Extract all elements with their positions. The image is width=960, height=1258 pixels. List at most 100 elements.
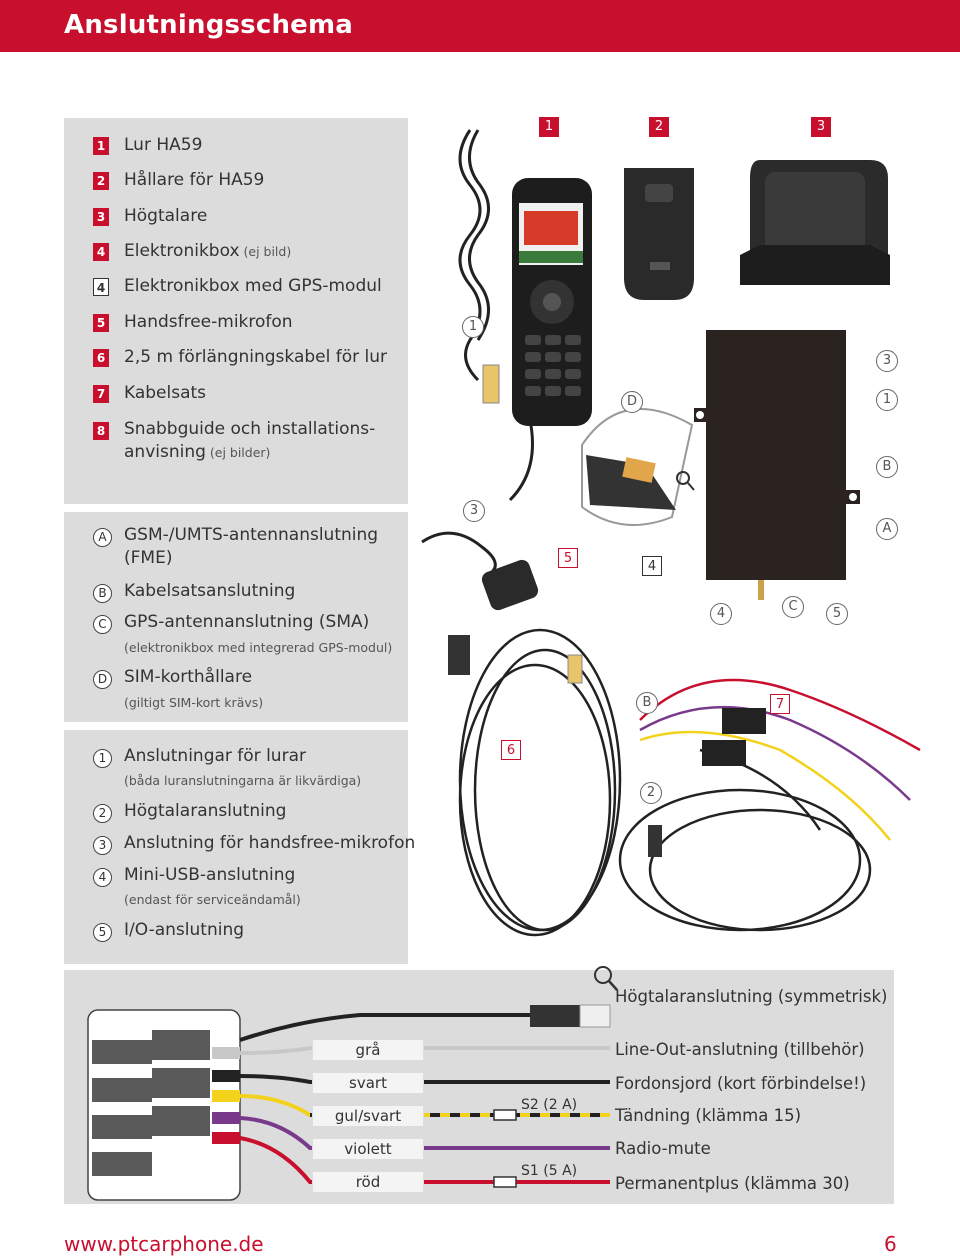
callout-handset-port: 1 xyxy=(462,316,484,338)
callout-mic-item: 5 xyxy=(558,548,578,568)
wire-color-label: grå xyxy=(312,1039,424,1061)
fuse-s2 xyxy=(493,1109,517,1121)
part-label-suffix: (ej bilder) xyxy=(205,445,271,460)
magnifier-icon xyxy=(594,966,618,991)
callout-box-A: A xyxy=(876,518,898,540)
port-badge: D xyxy=(93,670,112,689)
handset-image xyxy=(512,178,592,426)
wire-yellow xyxy=(239,1094,610,1117)
part-badge: 6 xyxy=(93,349,109,367)
callout-mic: 3 xyxy=(463,500,485,522)
port-badge: B xyxy=(93,584,112,603)
part-label: Högtalare xyxy=(124,206,208,226)
wire-gray xyxy=(239,1046,610,1055)
part-label-line2: anvisning (ej bilder) xyxy=(124,442,270,462)
callout-harness-item: 7 xyxy=(770,694,790,714)
part-label-suffix: (ej bild) xyxy=(239,244,292,259)
speaker-connection-label: Högtalaranslutning (symmetrisk) xyxy=(615,987,888,1006)
part-label-text: anvisning xyxy=(124,442,206,462)
connection-badge: 2 xyxy=(93,804,112,823)
harness-fuse-holder xyxy=(722,708,766,734)
ext-plug xyxy=(567,654,583,684)
wire-black xyxy=(239,1074,610,1084)
callout-speaker-conn: 2 xyxy=(640,782,662,804)
port-sub: (giltigt SIM-kort krävs) xyxy=(124,695,264,710)
part-label: Elektronikbox (ej bild) xyxy=(124,241,291,261)
wire-color-label: gul/svart xyxy=(312,1105,424,1127)
part-label: Hållare för HA59 xyxy=(124,170,265,190)
callout-sim: D xyxy=(621,391,643,413)
product-illustrations xyxy=(421,129,921,937)
connection-badge: 5 xyxy=(93,923,112,942)
page-header: Anslutningsschema xyxy=(0,0,960,52)
speaker-plug xyxy=(648,825,662,857)
wire-target-label: Fordonsjord (kort förbindelse!) xyxy=(615,1074,867,1093)
part-badge: 2 xyxy=(93,172,109,190)
part-badge: 3 xyxy=(93,208,109,226)
port-label: Kabelsatsanslutning xyxy=(124,581,296,601)
callout-box-right: 3 xyxy=(876,350,898,372)
connection-badge: 3 xyxy=(93,836,112,855)
port-badge: C xyxy=(93,615,112,634)
part-badge-outline: 4 xyxy=(93,278,109,296)
sim-zoom-image xyxy=(581,408,695,526)
extension-cable-image xyxy=(458,628,622,937)
harness-fuse-holder xyxy=(702,740,746,766)
ports-panel xyxy=(64,512,408,722)
page-title: Anslutningsschema xyxy=(64,10,354,40)
port-sub: (elektronikbox med integrerad GPS-modul) xyxy=(124,640,393,655)
part-label: Kabelsats xyxy=(124,383,207,403)
wire-violet xyxy=(239,1116,610,1150)
handset-coil-cable xyxy=(458,129,534,502)
ext-connector xyxy=(448,635,470,675)
callout-box-item: 4 xyxy=(642,556,662,576)
part-badge: 4 xyxy=(93,243,109,261)
part-label-text: Elektronikbox xyxy=(124,241,240,261)
wire-target-label: Permanentplus (klämma 30) xyxy=(615,1174,850,1193)
port-label: GPS-antennanslutning (SMA) xyxy=(124,612,370,632)
part-badge: 1 xyxy=(93,137,109,155)
port-label-line2: (FME) xyxy=(124,548,173,568)
connection-sub: (båda luranslutningarna är likvärdiga) xyxy=(124,773,362,788)
connection-label: Anslutning för handsfree-mikrofon xyxy=(124,833,416,853)
part-label: Elektronikbox med GPS-modul xyxy=(124,276,382,296)
callout-top: 1 xyxy=(539,117,559,137)
fuse-s2-label: S2 (2 A) xyxy=(521,1097,578,1113)
handset-plug xyxy=(482,364,500,404)
wire-target-label: Line-Out-anslutning (tillbehör) xyxy=(615,1040,865,1059)
footer-url[interactable]: www.ptcarphone.de xyxy=(64,1232,264,1256)
speaker-cable xyxy=(239,1013,530,1042)
electronics-box-image xyxy=(694,330,860,600)
part-label: Snabbguide och installations- xyxy=(124,419,376,439)
speaker-plug-connector xyxy=(530,1005,580,1027)
port-label: SIM-korthållare xyxy=(124,667,253,687)
cable-harness-image xyxy=(618,678,921,932)
connections-panel xyxy=(64,730,408,964)
wire-color-label: violett xyxy=(312,1138,424,1160)
callout-box-right: B xyxy=(876,456,898,478)
microphone-image xyxy=(421,531,539,611)
connection-label: I/O-anslutning xyxy=(124,920,245,940)
callout-box-4: 4 xyxy=(710,603,732,625)
connection-label: Mini-USB-anslutning xyxy=(124,865,296,885)
callout-box-right: 1 xyxy=(876,389,898,411)
connection-label: Anslutningar för lurar xyxy=(124,746,306,766)
parts-panel xyxy=(64,118,408,504)
speaker-plug-tip xyxy=(579,1004,611,1028)
part-badge: 5 xyxy=(93,314,109,332)
callout-box-5: 5 xyxy=(826,603,848,625)
port-badge: A xyxy=(93,528,112,547)
connector-pins xyxy=(92,1030,210,1176)
connection-badge: 4 xyxy=(93,868,112,887)
wire-color-label: röd xyxy=(312,1171,424,1193)
connection-badge: 1 xyxy=(93,749,112,768)
callout-ext-cable: 6 xyxy=(501,740,521,760)
connection-sub: (endast för serviceändamål) xyxy=(124,892,301,907)
holder-image xyxy=(624,168,694,300)
part-badge: 8 xyxy=(93,422,109,440)
callout-top: 2 xyxy=(649,117,669,137)
fuse-s1-label: S1 (5 A) xyxy=(521,1163,578,1179)
speaker-image xyxy=(740,160,890,285)
part-label: 2,5 m förlängningskabel för lur xyxy=(124,347,388,367)
part-label: Handsfree-mikrofon xyxy=(124,312,293,332)
